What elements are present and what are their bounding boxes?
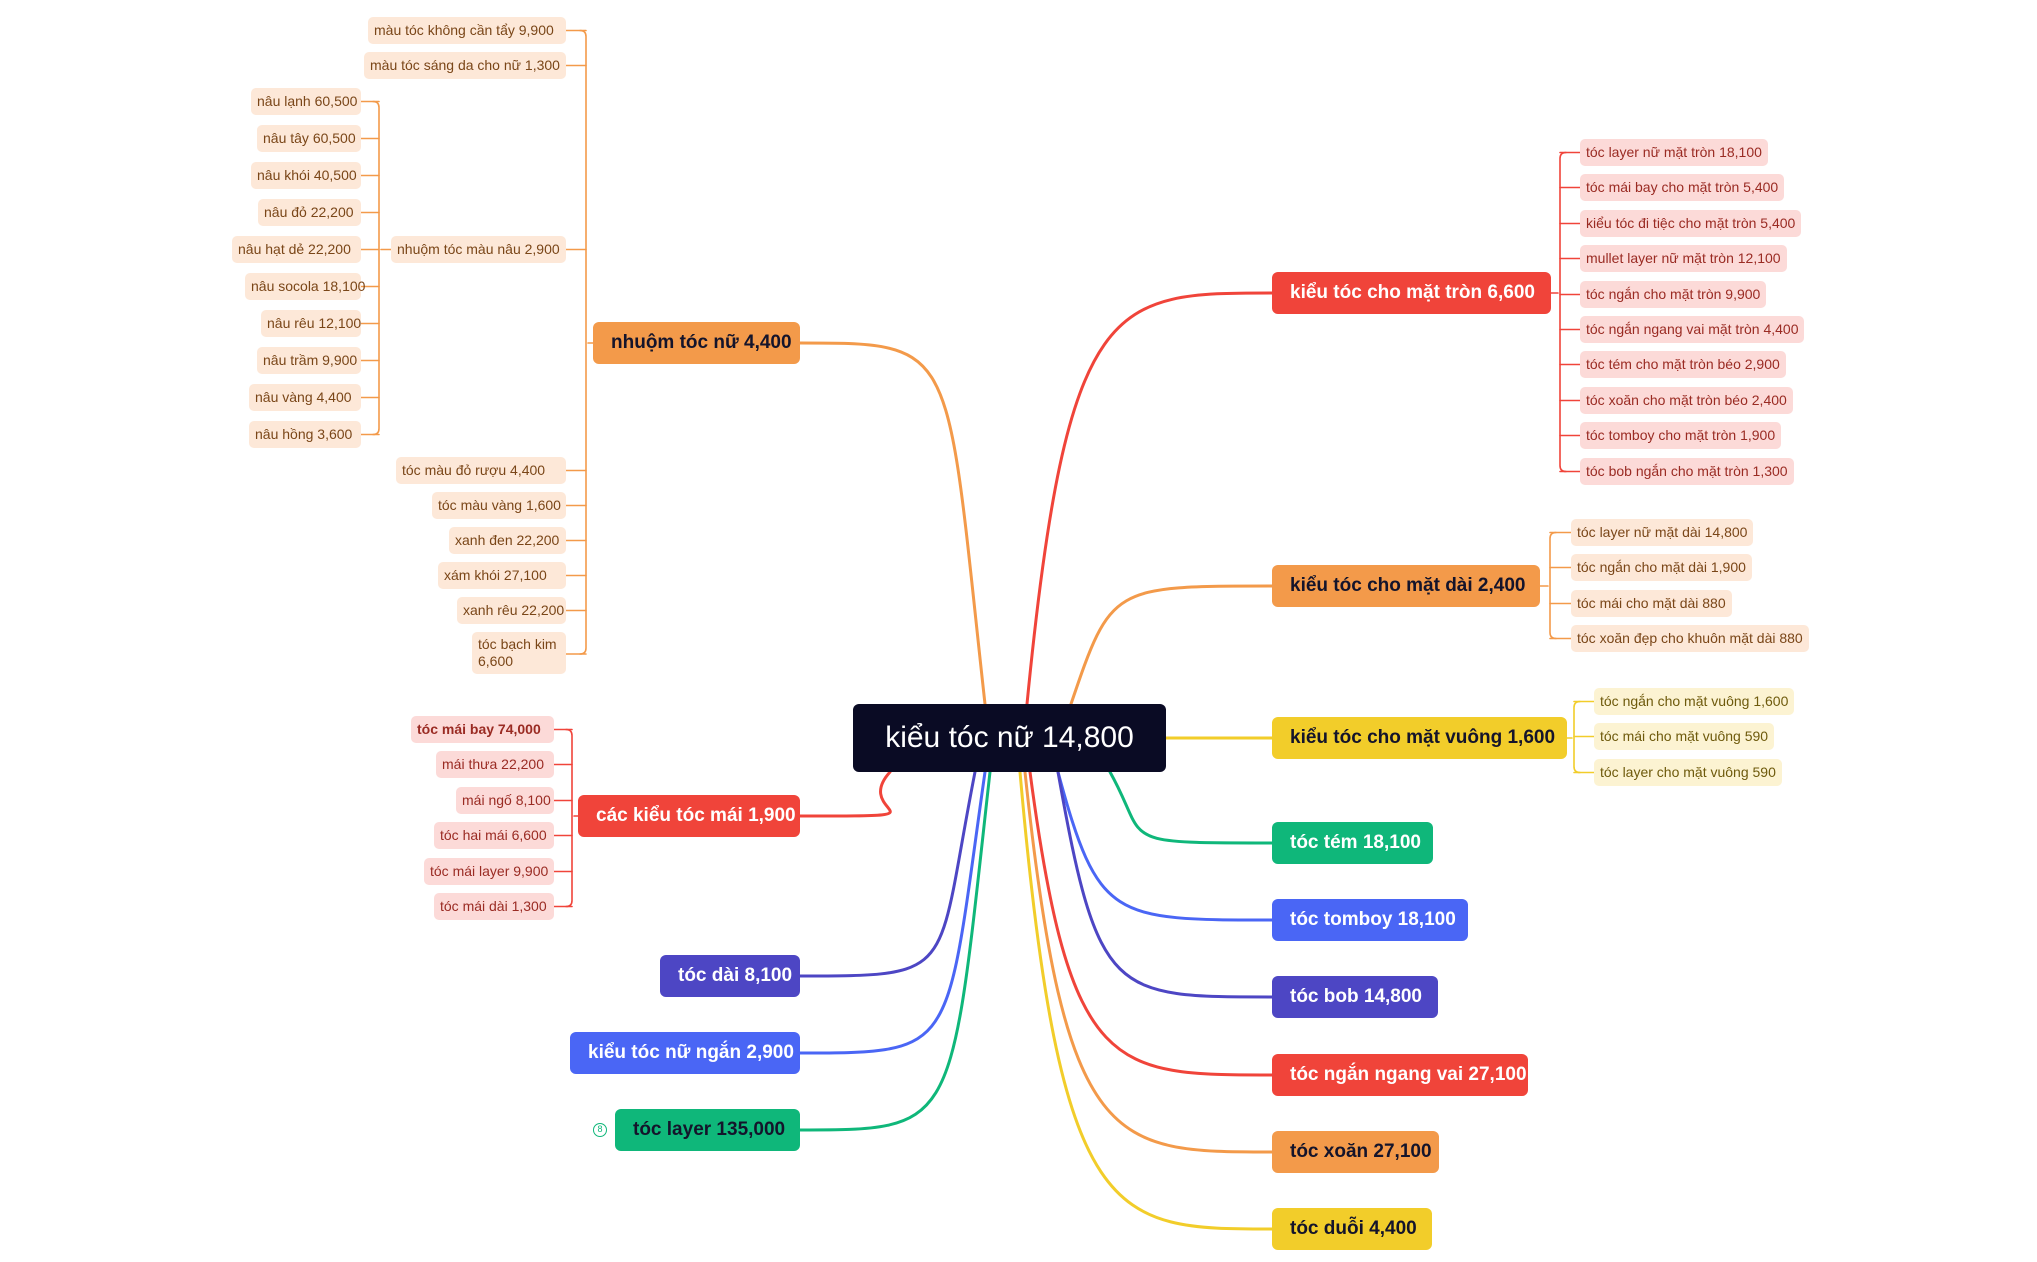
subtopic-nhuom-toc-mau-nau-2-900[interactable]: nhuộm tóc màu nâu 2,900 [391,236,566,263]
subtopic-nau-do-22-200[interactable]: nâu đỏ 22,200 [258,199,361,226]
subtopic-toc-mai-bay-74-000[interactable]: tóc mái bay 74,000 [411,716,554,743]
subtopic-toc-ngan-cho-mat-vuong-1-600[interactable]: tóc ngắn cho mặt vuông 1,600 [1594,688,1795,715]
link-toc-bob-14-800 [1056,770,1274,999]
link-nhuom-toc-nu-4-400 [798,341,987,706]
subtopic-toc-layer-cho-mat-vuong-590[interactable]: tóc layer cho mặt vuông 590 [1594,759,1782,786]
subtopic-toc-ngan-ngang-vai-mat-tron-4-400[interactable]: tóc ngắn ngang vai mặt tròn 4,400 [1580,316,1805,343]
subtopic-xanh-den-22-200[interactable]: xanh đen 22,200 [449,527,566,554]
subtopic-toc-layer-nu-mat-tron-18-100[interactable]: tóc layer nữ mặt tròn 18,100 [1580,139,1768,166]
subtopic-nau-lanh-60-500[interactable]: nâu lạnh 60,500 [251,88,361,115]
subtopic-nau-tay-60-500[interactable]: nâu tây 60,500 [257,125,361,152]
topic-nhuom-toc-nu-4-400[interactable]: nhuộm tóc nữ 4,400 [593,322,800,364]
subtopic-toc-ngan-cho-mat-tron-9-900[interactable]: tóc ngắn cho mặt tròn 9,900 [1580,281,1767,308]
subtopic-nau-hat-de-22-200[interactable]: nâu hạt dẻ 22,200 [232,236,361,263]
subtopic-toc-mai-layer-9-900[interactable]: tóc mái layer 9,900 [424,858,554,885]
link-cac-kieu-toc-mai-1-900 [798,770,892,818]
topic-cac-kieu-toc-mai-1-900[interactable]: các kiểu tóc mái 1,900 [578,795,800,837]
topic-toc-layer-135-000[interactable]: tóc layer 135,000 [615,1109,800,1151]
subtopic-toc-mai-bay-cho-mat-tron-5-400[interactable]: tóc mái bay cho mặt tròn 5,400 [1580,174,1785,201]
subtopic-toc-mai-cho-mat-dai-880[interactable]: tóc mái cho mặt dài 880 [1571,590,1732,617]
subtopic-xam-khoi-27-100[interactable]: xám khói 27,100 [438,562,566,589]
subtopic-mai-thua-22-200[interactable]: mái thưa 22,200 [436,751,554,778]
subtopic-mullet-layer-nu-mat-tron-12-100[interactable]: mullet layer nữ mặt tròn 12,100 [1580,245,1787,272]
subtopic-toc-layer-nu-mat-dai-14-800[interactable]: tóc layer nữ mặt dài 14,800 [1571,519,1754,546]
topic-kieu-toc-cho-mat-dai-2-400[interactable]: kiểu tóc cho mặt dài 2,400 [1272,565,1540,607]
root-topic[interactable]: kiểu tóc nữ 14,800 [853,704,1166,772]
topic-toc-duoi-4-400[interactable]: tóc duỗi 4,400 [1272,1208,1432,1250]
bracket [1559,151,1567,473]
bracket [1549,531,1557,640]
subtopic-toc-mau-do-ruou-4-400[interactable]: tóc màu đỏ rượu 4,400 [396,457,566,484]
subtopic-nau-hong-3-600[interactable]: nâu hồng 3,600 [249,421,361,448]
topic-kieu-toc-cho-mat-vuong-1-600[interactable]: kiểu tóc cho mặt vuông 1,600 [1272,717,1567,759]
subtopic-nau-socola-18-100[interactable]: nâu socola 18,100 [245,273,365,300]
link-toc-tem-18-100 [1108,770,1274,845]
link-toc-duoi-4-400 [1018,770,1274,1231]
subtopic-nau-vang-4-400[interactable]: nâu vàng 4,400 [249,384,361,411]
subtopic-nau-reu-12-100[interactable]: nâu rêu 12,100 [261,310,361,337]
subtopic-toc-hai-mai-6-600[interactable]: tóc hai mái 6,600 [434,822,554,849]
bracket [565,728,573,908]
subtopic-mau-toc-khong-can-tay-9-900[interactable]: màu tóc không cần tẩy 9,900 [368,17,566,44]
link-toc-xoan-27-100 [1023,770,1274,1154]
collapse-toggle-icon[interactable]: 8 [593,1123,607,1137]
subtopic-nau-khoi-40-500[interactable]: nâu khói 40,500 [251,162,361,189]
subtopic-toc-mai-cho-mat-vuong-590[interactable]: tóc mái cho mặt vuông 590 [1594,723,1775,750]
link-kieu-toc-cho-mat-dai-2-400 [1069,584,1274,706]
link-toc-tomboy-18-100 [1056,770,1274,922]
subtopic-kieu-toc-di-tiec-cho-mat-tron-5-400[interactable]: kiểu tóc đi tiệc cho mặt tròn 5,400 [1580,210,1802,237]
topic-toc-ngan-ngang-vai-27-100[interactable]: tóc ngắn ngang vai 27,100 [1272,1054,1528,1096]
subtopic-xanh-reu-22-200[interactable]: xanh rêu 22,200 [457,597,566,624]
subtopic-mai-ngo-8-100[interactable]: mái ngố 8,100 [456,787,554,814]
link-toc-layer-135-000 [798,770,992,1132]
bracket [579,29,587,655]
subtopic-nau-tram-9-900[interactable]: nâu trầm 9,900 [257,347,361,374]
topic-toc-tem-18-100[interactable]: tóc tém 18,100 [1272,822,1433,864]
topic-toc-tomboy-18-100[interactable]: tóc tomboy 18,100 [1272,899,1468,941]
link-toc-ngan-ngang-vai-27-100 [1028,770,1274,1077]
subtopic-toc-ngan-cho-mat-dai-1-900[interactable]: tóc ngắn cho mặt dài 1,900 [1571,554,1752,581]
subtopic-toc-tem-cho-mat-tron-beo-2-900[interactable]: tóc tém cho mặt tròn béo 2,900 [1580,351,1786,378]
subtopic-toc-tomboy-cho-mat-tron-1-900[interactable]: tóc tomboy cho mặt tròn 1,900 [1580,422,1782,449]
subtopic-toc-bach-kim-6-600[interactable]: tóc bạch kim 6,600 [472,632,566,674]
topic-kieu-toc-cho-mat-tron-6-600[interactable]: kiểu tóc cho mặt tròn 6,600 [1272,272,1551,314]
subtopic-toc-mai-dai-1-300[interactable]: tóc mái dài 1,300 [434,893,554,920]
subtopic-toc-bob-ngan-cho-mat-tron-1-300[interactable]: tóc bob ngắn cho mặt tròn 1,300 [1580,458,1794,485]
subtopic-toc-mau-vang-1-600[interactable]: tóc màu vàng 1,600 [432,492,566,519]
topic-toc-xoan-27-100[interactable]: tóc xoăn 27,100 [1272,1131,1439,1173]
link-kieu-toc-cho-mat-tron-6-600 [1025,291,1274,706]
link-kieu-toc-nu-ngan-2-900 [798,770,987,1055]
topic-toc-bob-14-800[interactable]: tóc bob 14,800 [1272,976,1438,1018]
bracket [372,100,380,436]
topic-kieu-toc-nu-ngan-2-900[interactable]: kiểu tóc nữ ngắn 2,900 [570,1032,800,1074]
link-toc-dai-8-100 [798,770,977,978]
subtopic-toc-xoan-dep-cho-khuon-mat-dai-880[interactable]: tóc xoăn đẹp cho khuôn mặt dài 880 [1571,625,1809,652]
topic-toc-dai-8-100[interactable]: tóc dài 8,100 [660,955,800,997]
subtopic-toc-xoan-cho-mat-tron-beo-2-400[interactable]: tóc xoăn cho mặt tròn béo 2,400 [1580,387,1793,414]
subtopic-mau-toc-sang-da-cho-nu-1-300[interactable]: màu tóc sáng da cho nữ 1,300 [364,52,566,79]
